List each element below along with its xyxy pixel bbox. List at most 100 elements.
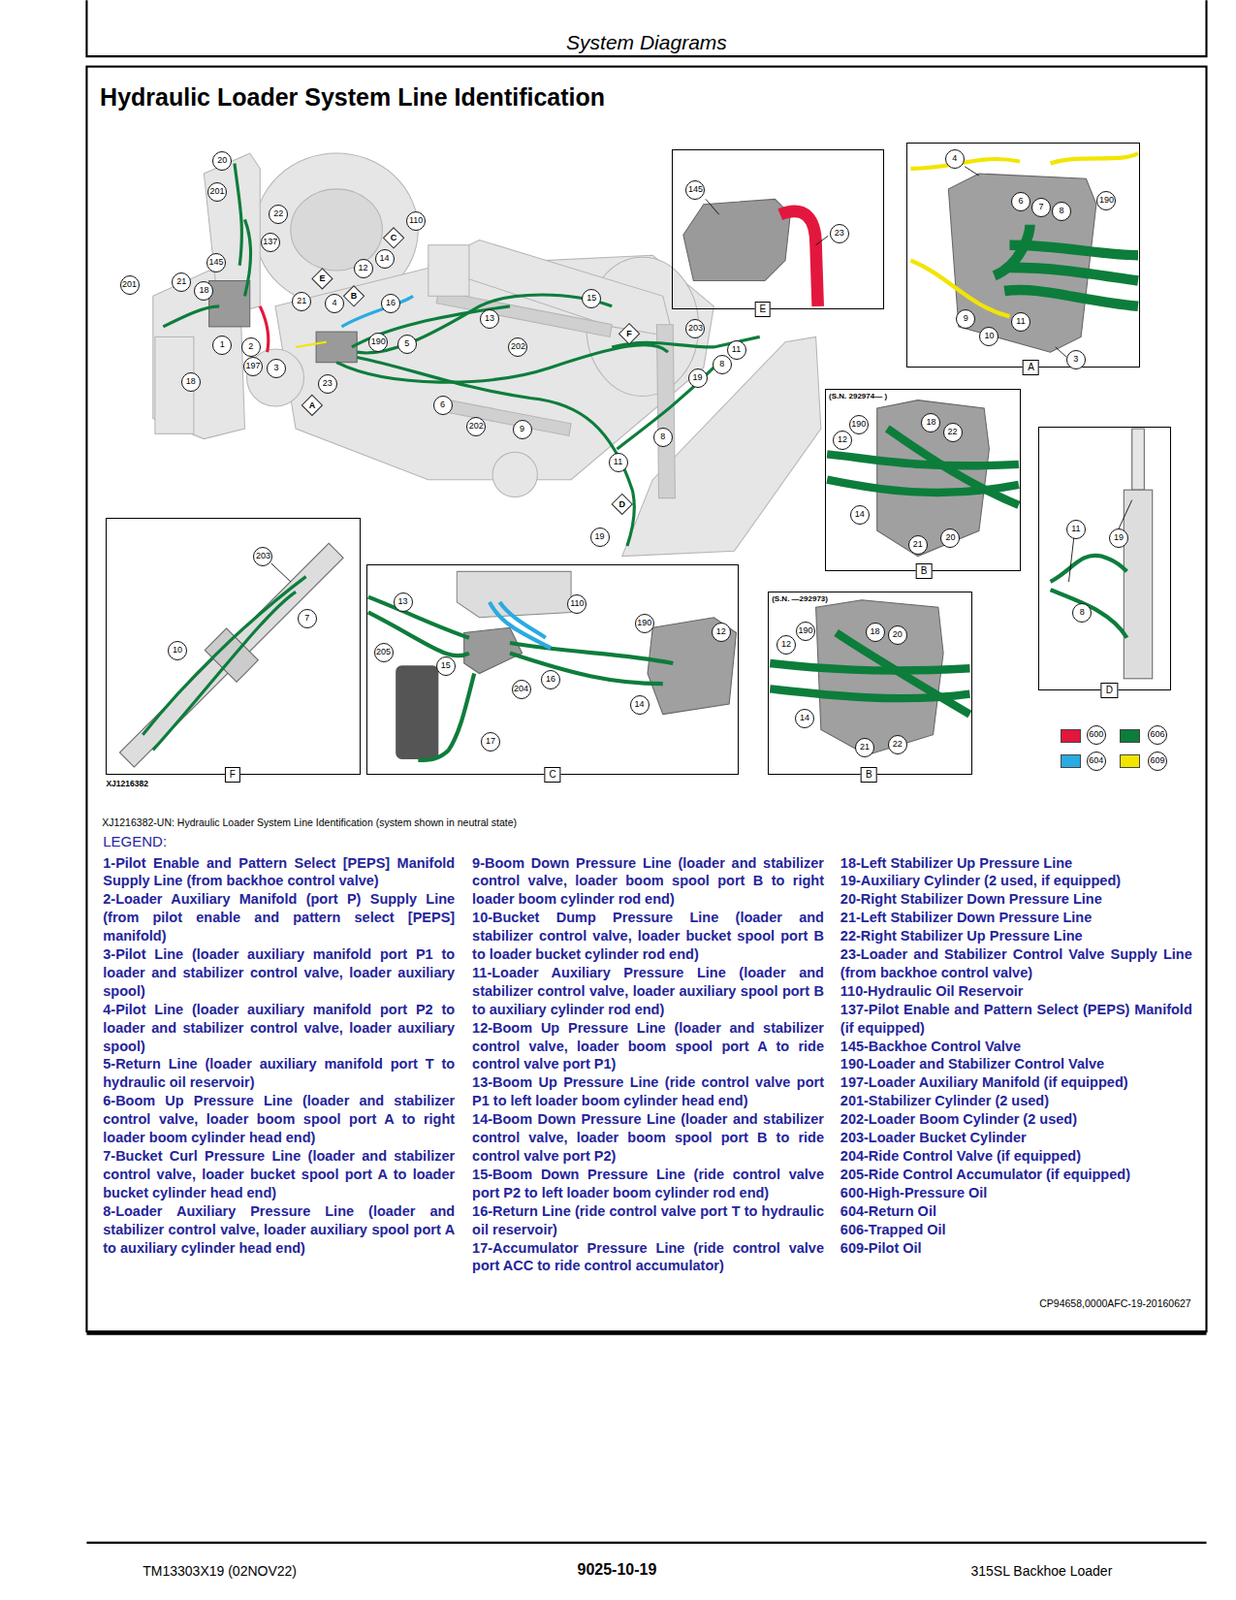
legend-item: 19-Auxiliary Cylinder (2 used, if equipp… <box>840 871 1193 890</box>
color-swatch <box>1119 728 1141 743</box>
callout-number: 145 <box>685 180 705 200</box>
legend-item: 20-Right Stabilizer Down Pressure Line <box>840 889 1193 909</box>
callout-number: 10 <box>979 326 999 347</box>
legend-item: 600-High-Pressure Oil <box>840 1183 1193 1203</box>
callout-number: 190 <box>634 613 655 634</box>
section-header: System Diagrams <box>566 31 728 55</box>
legend-item: 2-Loader Auxiliary Manifold (port P) Sup… <box>102 889 455 946</box>
detail-view-frame: E <box>671 149 885 310</box>
callout-number: 201 <box>120 275 140 295</box>
legend-item: 18-Left Stabilizer Up Pressure Line <box>840 854 1193 873</box>
callout-number: 606 <box>1147 725 1168 745</box>
callout-number: 14 <box>375 249 395 269</box>
callout-number: 3 <box>266 358 286 379</box>
legend-column: 1-Pilot Enable and Pattern Select [PEPS]… <box>102 854 455 1258</box>
callout-number: 110 <box>406 211 426 231</box>
callout-number: 609 <box>1147 751 1168 771</box>
view-letter: F <box>224 766 241 783</box>
legend-item: 145-Backhoe Control Valve <box>840 1037 1193 1056</box>
callout-number: 14 <box>850 505 870 525</box>
legend-item: 190-Loader and Stabilizer Control Valve <box>840 1054 1193 1074</box>
callout-number: 8 <box>712 354 732 375</box>
view-marker: E <box>312 268 332 288</box>
serial-range: (S.N. 292974— ) <box>828 391 888 401</box>
color-swatch <box>1060 728 1081 743</box>
legend-item: 7-Bucket Curl Pressure Line (loader and … <box>102 1146 455 1203</box>
legend-item: 23-Loader and Stabilizer Control Valve S… <box>840 945 1193 983</box>
callout-number: 6 <box>433 395 453 415</box>
callout-number: 9 <box>512 419 533 440</box>
callout-number: 604 <box>1086 751 1107 771</box>
view-letter: C <box>543 766 561 783</box>
callout-number: 202 <box>466 416 486 437</box>
callout-number: 21 <box>855 737 875 758</box>
callout-number: 11 <box>1066 519 1086 539</box>
legend-item: 202-Loader Boom Cylinder (2 used) <box>840 1109 1193 1129</box>
view-letter: B <box>860 766 878 783</box>
view-marker: C <box>383 227 404 248</box>
view-letter: B <box>916 563 933 579</box>
callout-number: 11 <box>727 340 747 360</box>
callout-number: 20 <box>940 528 960 548</box>
callout-number: 16 <box>540 669 561 690</box>
legend-item: 204-Ride Control Valve (if equipped) <box>840 1146 1193 1166</box>
callout-number: 20 <box>887 625 908 645</box>
callout-number: 1 <box>212 335 232 355</box>
callout-number: 23 <box>317 374 338 394</box>
callout-number: 203 <box>253 546 273 567</box>
page-title: Hydraulic Loader System Line Identificat… <box>99 83 605 112</box>
callout-number: 22 <box>887 734 908 755</box>
view-marker: F <box>619 323 639 344</box>
footer-text: 315SL Backhoe Loader <box>970 1562 1112 1579</box>
callout-number: 204 <box>511 679 532 699</box>
callout-number: 190 <box>1096 190 1116 211</box>
legend-item: 205-Ride Control Accumulator (if equippe… <box>840 1165 1193 1184</box>
legend-item: 4-Pilot Line (loader auxiliary manifold … <box>102 1000 455 1056</box>
legend-item: 604-Return Oil <box>840 1202 1193 1221</box>
callout-number: 8 <box>1051 201 1072 222</box>
callout-number: 23 <box>829 223 850 244</box>
callout-number: 17 <box>480 731 501 752</box>
callout-number: 19 <box>688 368 708 388</box>
color-swatch <box>1060 754 1081 768</box>
legend-column: 9-Boom Down Pressure Line (loader and st… <box>472 854 824 1276</box>
callout-number: 8 <box>1072 602 1092 623</box>
legend-item: 3-Pilot Line (loader auxiliary manifold … <box>102 945 455 1001</box>
callout-number: 110 <box>567 594 587 614</box>
callout-number: 22 <box>268 204 288 224</box>
callout-number: 190 <box>795 621 816 641</box>
view-letter: A <box>1022 359 1040 376</box>
callout-number: 4 <box>945 149 965 169</box>
legend-heading: LEGEND: <box>102 832 167 850</box>
callout-number: 600 <box>1086 725 1107 745</box>
callout-number: 197 <box>243 356 263 377</box>
callout-number: 21 <box>908 535 928 555</box>
legend-item: 15-Boom Down Pressure Line (ride control… <box>472 1165 824 1203</box>
figure-caption: XJ1216382-UN: Hydraulic Loader System Li… <box>101 816 517 828</box>
legend-item: 137-Pilot Enable and Pattern Select (PEP… <box>840 1000 1193 1038</box>
callout-number: 205 <box>374 642 394 663</box>
callout-number: 10 <box>167 640 188 661</box>
view-marker: D <box>612 494 633 514</box>
legend-column: 18-Left Stabilizer Up Pressure Line19-Au… <box>840 854 1193 1258</box>
footer-text: TM13303X19 (02NOV22) <box>142 1562 297 1579</box>
callout-number: 18 <box>920 412 941 433</box>
legend-item: 11-Loader Auxiliary Pressure Line (loade… <box>472 963 824 1019</box>
callout-number: 7 <box>1031 197 1051 218</box>
view-letter: E <box>754 301 771 317</box>
legend-item: 609-Pilot Oil <box>840 1238 1193 1258</box>
legend-item: 9-Boom Down Pressure Line (loader and st… <box>472 854 824 910</box>
legend-item: 16-Return Line (ride control valve port … <box>472 1202 824 1239</box>
legend-item: 14-Boom Down Pressure Line (loader and s… <box>472 1109 824 1166</box>
callout-number: 15 <box>436 656 456 676</box>
callout-number: 8 <box>653 427 673 447</box>
legend-item: 22-Right Stabilizer Up Pressure Line <box>840 926 1193 946</box>
callout-number: 18 <box>865 622 886 642</box>
legend-item: 197-Loader Auxiliary Manifold (if equipp… <box>840 1073 1193 1092</box>
callout-number: 137 <box>260 232 281 253</box>
legend-item: 203-Loader Bucket Cylinder <box>840 1128 1193 1147</box>
legend-item: 6-Boom Up Pressure Line (loader and stab… <box>102 1091 455 1147</box>
callout-number: 2 <box>241 337 261 357</box>
legend-item: 201-Stabilizer Cylinder (2 used) <box>840 1091 1193 1110</box>
